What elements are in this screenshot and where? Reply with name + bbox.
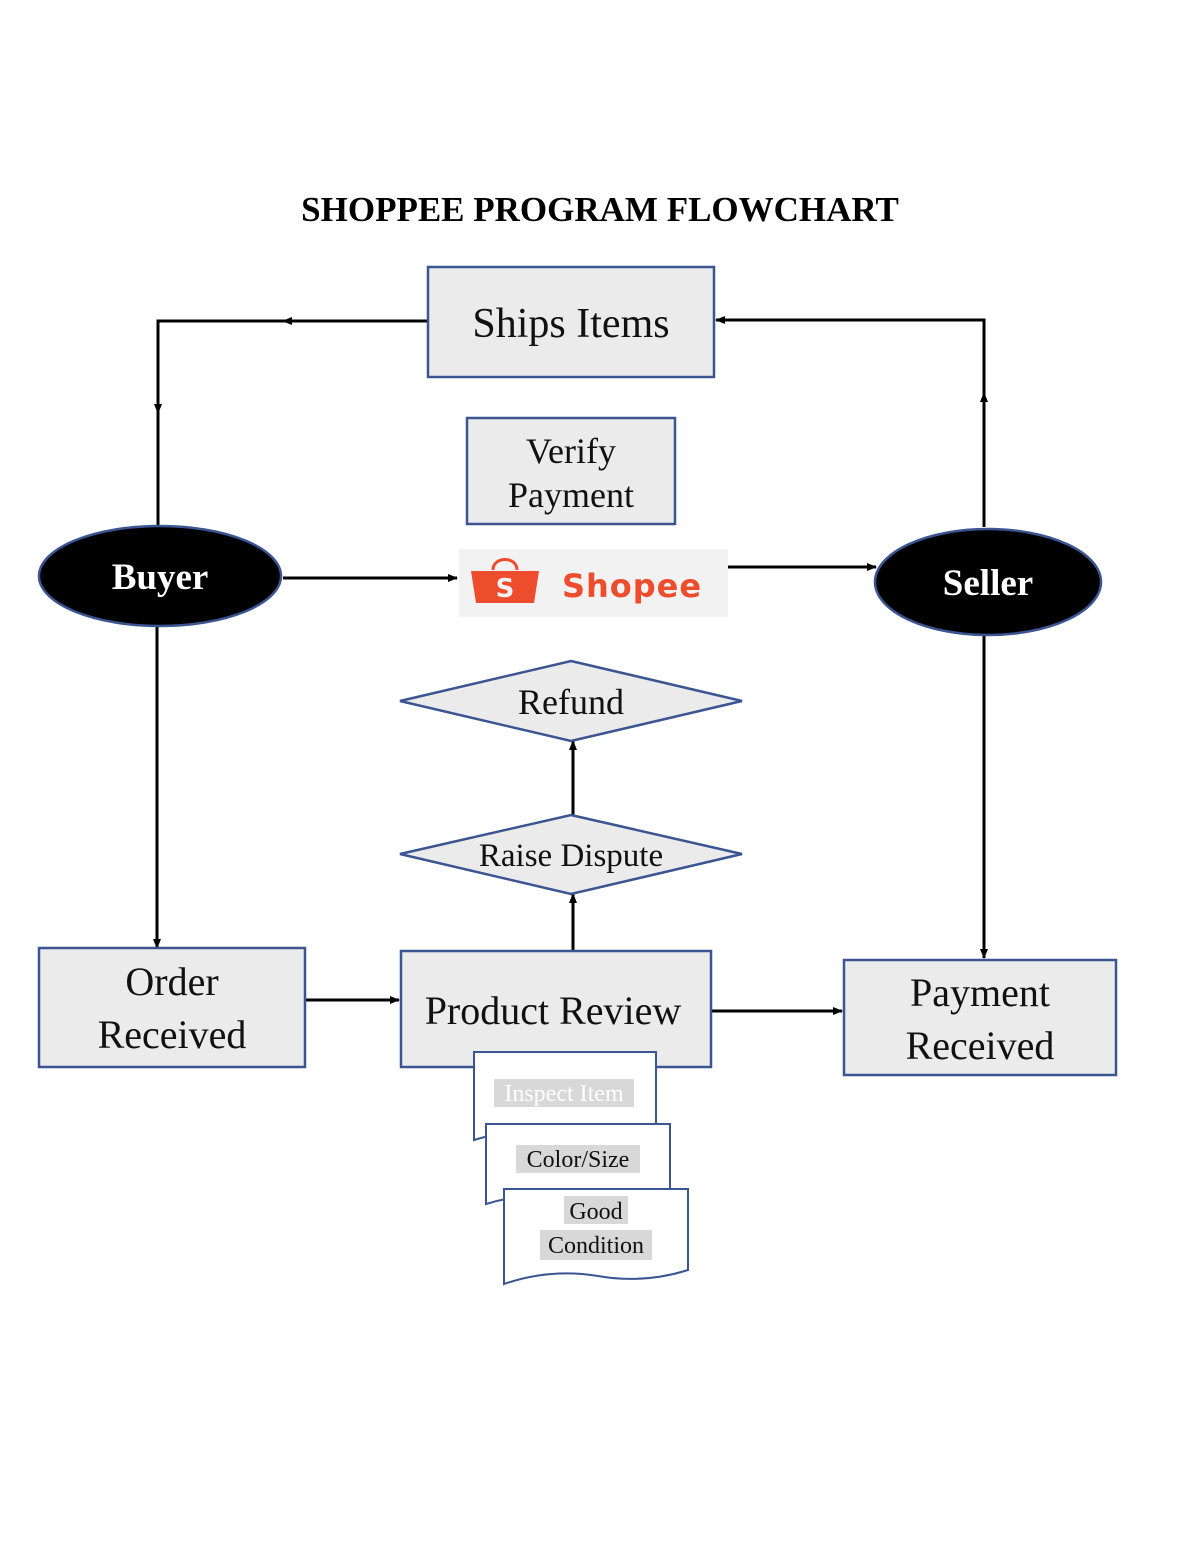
checklist-stack: Inspect Item Color/Size Good Condition bbox=[473, 1051, 689, 1286]
seller-node: Seller bbox=[873, 527, 1103, 637]
arrow-ships-to-buyer bbox=[156, 319, 428, 525]
payment-received-label-line1: Payment bbox=[910, 970, 1050, 1015]
payment-received-box: Payment Received bbox=[842, 958, 1118, 1077]
refund-decision: Refund bbox=[399, 659, 743, 743]
buyer-node: Buyer bbox=[37, 524, 283, 628]
shopping-bag-icon: S bbox=[471, 558, 539, 604]
checklist-label-color-size: Color/Size bbox=[527, 1147, 630, 1173]
order-received-box: Order Received bbox=[37, 946, 307, 1069]
ships-items-label: Ships Items bbox=[472, 301, 669, 347]
arrow-seller-to-ships bbox=[715, 316, 986, 527]
product-review-label: Product Review bbox=[425, 988, 682, 1033]
verify-payment-box: Verify Payment bbox=[465, 416, 677, 526]
payment-received-label-line2: Received bbox=[906, 1023, 1055, 1068]
checklist-doc-good-condition: Good Condition bbox=[503, 1188, 689, 1286]
buyer-label: Buyer bbox=[112, 557, 209, 598]
verify-payment-label-line1: Verify bbox=[526, 431, 616, 471]
connectors bbox=[153, 316, 988, 1015]
verify-payment-label-line2: Payment bbox=[508, 475, 634, 515]
checklist-label-inspect-item: Inspect Item bbox=[504, 1081, 624, 1107]
ships-items-box: Ships Items bbox=[426, 265, 716, 379]
checklist-doc-inspect-item: Inspect Item bbox=[473, 1051, 657, 1142]
product-review-box: Product Review bbox=[399, 949, 713, 1069]
page-title: SHOPPEE PROGRAM FLOWCHART bbox=[301, 190, 899, 229]
order-received-label-line1: Order bbox=[125, 959, 218, 1004]
seller-label: Seller bbox=[943, 563, 1033, 604]
raise-dispute-label: Raise Dispute bbox=[479, 838, 663, 874]
raise-dispute-decision: Raise Dispute bbox=[399, 813, 743, 896]
checklist-label-good: Good bbox=[569, 1199, 622, 1225]
refund-label: Refund bbox=[518, 682, 624, 722]
checklist-doc-color-size: Color/Size bbox=[485, 1123, 671, 1206]
shopping-bag-letter: S bbox=[496, 574, 515, 604]
shopee-wordmark: Shopee bbox=[562, 567, 702, 605]
order-received-label-line2: Received bbox=[98, 1012, 247, 1057]
shopee-logo: S Shopee bbox=[459, 549, 728, 617]
checklist-label-condition: Condition bbox=[548, 1233, 644, 1259]
